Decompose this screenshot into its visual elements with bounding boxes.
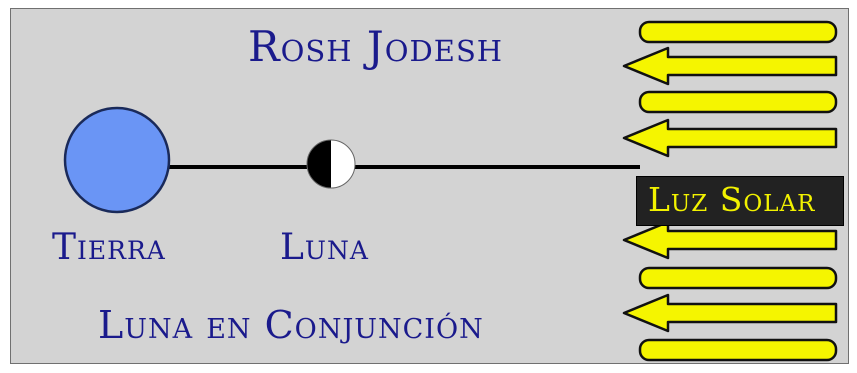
moon-label: Luna: [280, 227, 369, 268]
sunlight-arrow-1: [640, 22, 836, 42]
diagram-subtitle: Luna en Conjunción: [98, 303, 484, 347]
sunlight-arrow-2: [624, 48, 836, 84]
sunlight-arrow-5: [624, 222, 836, 258]
sunlight-arrow-4: [624, 120, 836, 156]
sunlight-label: Luz Solar: [648, 176, 815, 224]
earth-label: Tierra: [52, 227, 166, 268]
diagram-title: Rosh Jodesh: [248, 22, 503, 71]
sunlight-arrow-8: [640, 340, 836, 360]
moon-icon: [307, 140, 355, 188]
sunlight-arrow-7: [624, 295, 836, 331]
earth-circle: [65, 108, 169, 212]
sunlight-arrow-6: [640, 268, 836, 288]
sunlight-arrow-3: [640, 92, 836, 112]
